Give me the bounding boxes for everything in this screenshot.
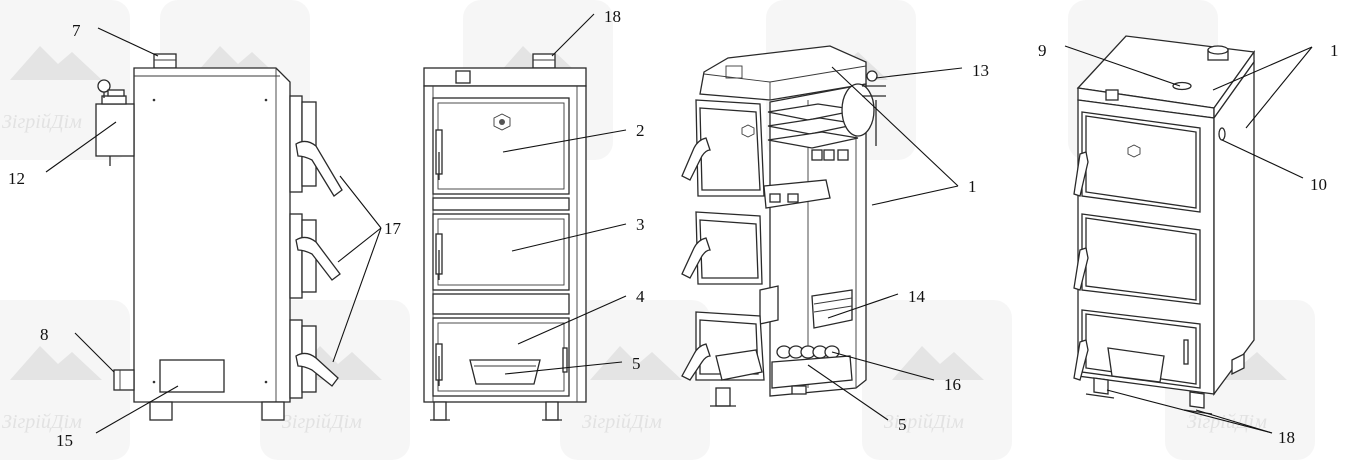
leader-line-c3 <box>511 223 627 252</box>
callout-label-c3: 3 <box>636 215 645 234</box>
callout-label-c4: 4 <box>636 287 645 306</box>
callout-label-c15: 15 <box>56 431 73 450</box>
combustion-door-3 <box>432 213 570 291</box>
leader-line-c1a <box>831 66 959 187</box>
leader-line-c1d <box>1245 46 1313 129</box>
front-view-drawing <box>423 53 587 421</box>
callout-label-c8: 8 <box>40 325 49 344</box>
leader-line-c10 <box>1221 139 1304 179</box>
leader-line-c14 <box>827 293 899 319</box>
leader-line-c5b <box>807 364 889 421</box>
callout-label-c9: 9 <box>1038 41 1047 60</box>
watermark-tile: ЗігрійДім <box>560 300 710 460</box>
leader-line-c17 <box>339 175 382 229</box>
leader-line-c17c <box>332 227 382 363</box>
leader-line-c1c <box>1212 46 1313 91</box>
watermark-tile: ЗігрійДім <box>0 300 130 460</box>
callout-label-c5a: 5 <box>632 354 641 373</box>
callout-label-c1c: 1 <box>1330 41 1339 60</box>
leader-line-c9 <box>1064 45 1181 87</box>
callout-label-c5b: 5 <box>898 415 907 434</box>
watermark-tile: ЗігрійДім <box>862 300 1012 460</box>
leader-line-c17b <box>337 227 382 263</box>
leader-line-c13 <box>875 67 963 79</box>
cleanout-plate-15 <box>159 359 225 393</box>
leader-line-c12 <box>45 121 117 173</box>
door-handles-17 <box>289 95 343 399</box>
isometric-view-drawing <box>1073 35 1256 415</box>
leader-line-c5a <box>504 361 623 375</box>
callout-label-c1a: 1 <box>968 177 977 196</box>
leader-line-c15 <box>95 385 179 434</box>
leader-line-c16 <box>831 351 935 381</box>
loading-door-2 <box>432 97 570 195</box>
cutaway-view-drawing <box>681 45 886 407</box>
leader-line-c2 <box>502 129 627 153</box>
return-nozzle-8 <box>113 369 135 391</box>
watermark-text: ЗігрійДім <box>884 411 964 433</box>
side-port-10 <box>1218 127 1226 141</box>
inspection-hatch-9 <box>1172 81 1192 91</box>
callout-layer: 7 12 17 8 15 18 2 3 4 5 13 1 14 16 5 9 1 10 18 <box>8 7 1339 450</box>
callout-label-c13: 13 <box>972 61 989 80</box>
leader-line-c18b <box>1106 389 1273 434</box>
watermark-text: ЗігрійДім <box>2 411 82 433</box>
draft-regulator-12 <box>95 103 135 157</box>
leader-line-c18c <box>1195 409 1273 434</box>
callout-label-c18a: 18 <box>604 7 621 26</box>
watermark-text: ЗігрійДім <box>2 111 82 133</box>
callout-label-c16: 16 <box>944 375 961 394</box>
watermark-text: ЗігрійДім <box>582 411 662 433</box>
callout-label-c2: 2 <box>636 121 645 140</box>
top-cover-1 <box>699 45 867 101</box>
callout-label-c17: 17 <box>384 219 402 238</box>
heat-tubes-16 <box>776 345 840 359</box>
boiler-body-side <box>133 67 291 403</box>
callout-label-c10: 10 <box>1310 175 1327 194</box>
callout-label-c7: 7 <box>72 21 81 40</box>
leader-line-c8 <box>74 332 115 373</box>
callout-label-c14: 14 <box>908 287 926 306</box>
leader-line-c4 <box>517 295 627 345</box>
flue-nozzle-18 <box>532 53 556 69</box>
watermark-text: ЗігрійДім <box>282 411 362 433</box>
callout-label-c18b: 18 <box>1278 428 1295 447</box>
leader-line-c7 <box>97 27 159 57</box>
regulator-13 <box>841 83 875 137</box>
leader-line-c18a <box>551 13 595 57</box>
callout-label-c12: 12 <box>8 169 25 188</box>
side-view-drawing <box>95 53 343 421</box>
leader-line-c1b <box>871 185 959 206</box>
